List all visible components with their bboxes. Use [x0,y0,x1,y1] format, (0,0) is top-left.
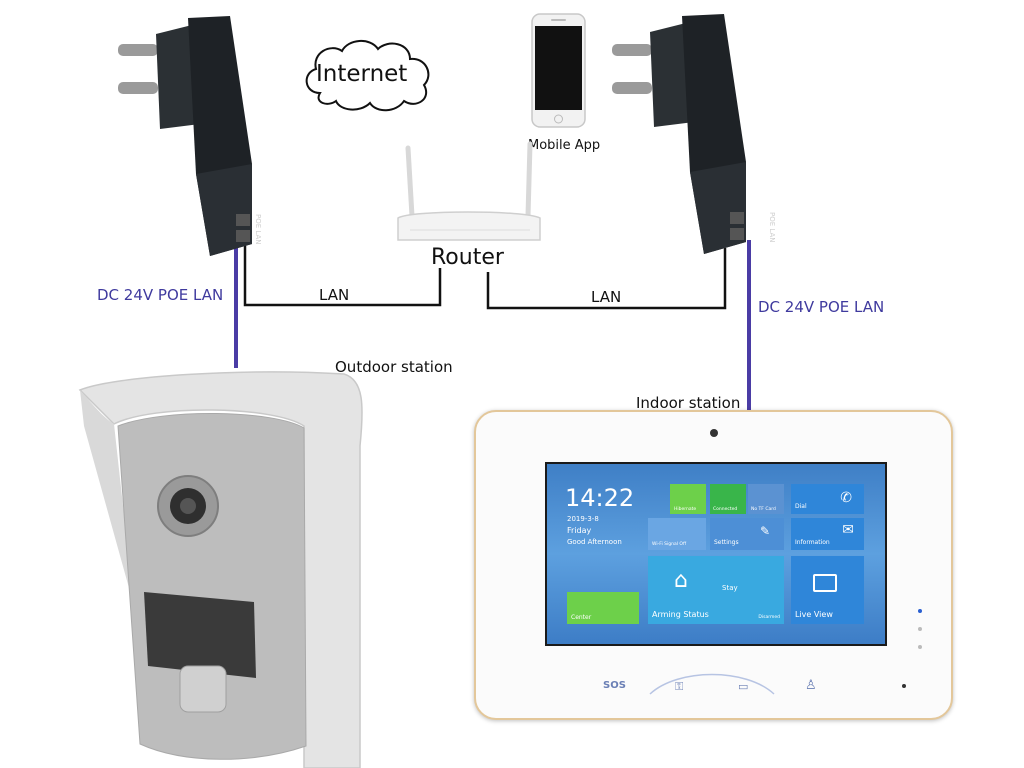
adapter-right-text: POE LAN [768,212,776,243]
indoor-bottom-arc [649,673,775,695]
tile-dial[interactable]: ✆ Dial [791,484,864,514]
tile-center-label: Center [571,614,592,621]
poe-adapter-right [612,12,747,257]
phone-icon-small: ✆ [840,490,852,506]
indoor-station-label: Indoor station [636,394,741,412]
tile-hibernate[interactable]: Hibernate [670,484,706,514]
lan-label-left: LAN [319,286,350,304]
internet-label: Internet [316,61,407,87]
tile-connected[interactable]: Connected [710,484,746,514]
person-icon[interactable]: ♙ [805,678,817,693]
adapter-left-text: POE LAN [254,214,262,245]
tile-arming-status[interactable]: ⌂ Stay Arming Status Disarmed [648,556,784,624]
tile-information[interactable]: ✉ Information [791,518,864,550]
screen-day: Friday [567,526,592,535]
tile-settings[interactable]: ✎ Settings [710,518,784,550]
indicator-led-1 [918,609,922,613]
outdoor-station [78,371,363,768]
tile-center[interactable]: Center [567,592,639,624]
video-camera-icon [813,574,837,592]
poe-label-right: DC 24V POE LAN [758,298,885,316]
poe-adapter-left-graphic [118,16,252,256]
tile-wifi-label: Wi-Fi Signal Off [652,542,687,547]
screen-greeting: Good Afternoon [567,538,622,546]
tile-connected-label: Connected [713,507,738,512]
house-icon: ⌂ [674,568,688,593]
tile-hibernate-label: Hibernate [674,507,697,512]
tile-information-label: Information [795,539,830,546]
tile-stay-label: Stay [722,584,738,592]
indoor-camera-dot [710,429,718,437]
indicator-led-2 [918,627,922,631]
card-reader [144,592,256,678]
microphone-dot [902,684,906,688]
mobile-phone [531,13,586,128]
outdoor-station-label: Outdoor station [335,358,453,376]
mobile-app-label: Mobile App [528,138,601,153]
tile-wifi[interactable]: Wi-Fi Signal Off [648,518,706,550]
lan-label-right: LAN [591,288,622,306]
tile-live-view[interactable]: Live View [791,556,864,624]
key-icon[interactable]: ⚿ [675,680,684,693]
indicator-led-3 [918,645,922,649]
indoor-screen: 14:22 2019-3-8 Friday Good Afternoon Hib… [545,462,887,646]
poe-label-left: DC 24V POE LAN [97,286,224,304]
tile-no-tf-card[interactable]: No TF Card [748,484,784,514]
tile-arming-status-label: Arming Status [652,610,709,619]
tile-no-tf-card-label: No TF Card [751,507,776,512]
lan-line-right [486,248,727,310]
poe-adapter-right-graphic [612,14,746,254]
screen-time: 14:22 [565,484,635,512]
cloud-outline [305,40,430,112]
sos-label[interactable]: SOS [603,680,626,691]
monitor-icon[interactable]: ▭ [738,680,749,693]
tile-live-view-label: Live View [795,610,833,619]
tile-dial-label: Dial [795,503,807,510]
router [397,141,541,241]
call-button [179,665,227,713]
tile-settings-label: Settings [714,539,739,546]
tile-disarmed-label: Disarmed [758,615,780,620]
envelope-icon: ✉ [842,522,854,538]
poe-adapter-left [118,14,253,259]
phone-icon [531,13,586,128]
internet-cloud: Internet [305,40,430,112]
lan-line-left [243,245,442,307]
router-label: Router [431,245,504,270]
wrench-icon: ✎ [759,524,770,538]
screen-date: 2019-3-8 [567,515,599,523]
